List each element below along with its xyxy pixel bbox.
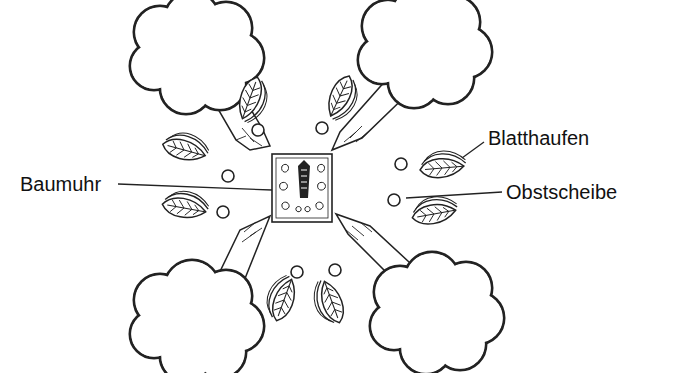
callout-label: Baumuhr [18, 172, 103, 196]
leader-lines [118, 142, 502, 198]
callout-label: Blatthaufen [486, 126, 591, 150]
callout-label: Obstscheibe [504, 180, 619, 204]
tree-clock [272, 154, 332, 222]
